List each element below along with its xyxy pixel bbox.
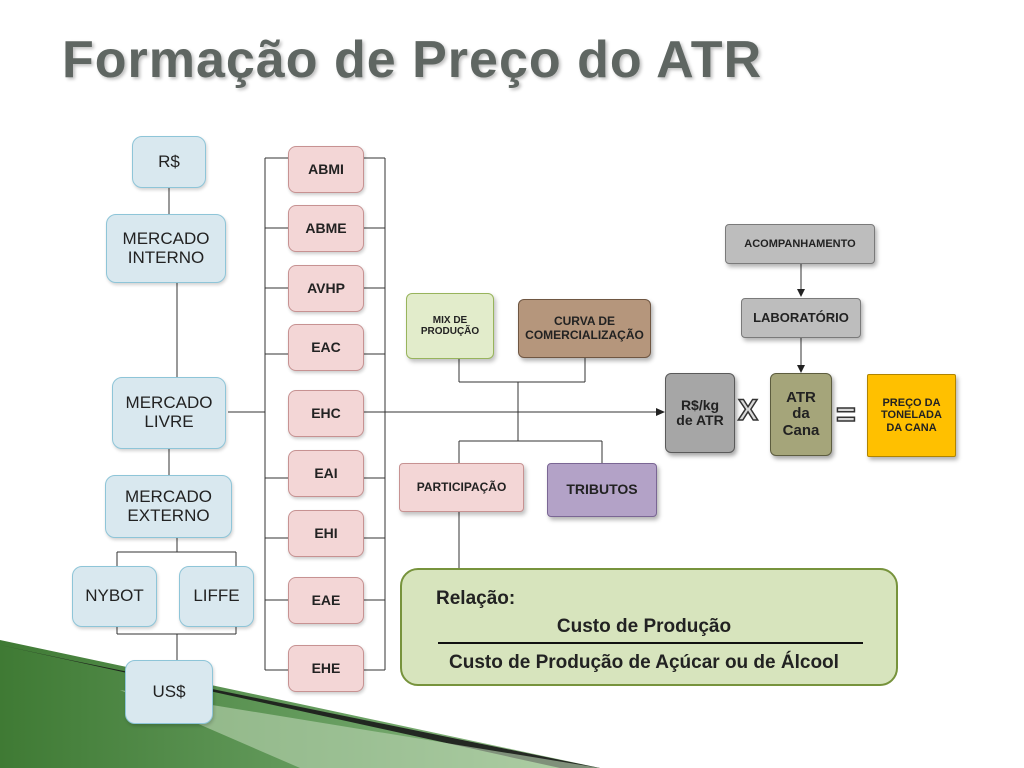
us-box: US$ bbox=[125, 660, 213, 724]
multiply-sign: X bbox=[737, 394, 759, 427]
rs-kg-atr-box: R$/kg de ATR bbox=[665, 373, 735, 453]
product-label: EHI bbox=[314, 524, 338, 541]
acompanhamento-label: ACOMPANHAMENTO bbox=[744, 237, 856, 250]
mercado-interno-box: MERCADO INTERNO bbox=[106, 214, 226, 283]
relation-denominator: Custo de Produção de Açúcar ou de Álcool bbox=[449, 652, 839, 673]
rs-box: R$ bbox=[132, 136, 206, 188]
preco-tonelada-label: PREÇO DA TONELADA DA CANA bbox=[881, 397, 942, 434]
laboratorio-box: LABORATÓRIO bbox=[741, 298, 861, 338]
page-title: Formação de Preço do ATR bbox=[62, 31, 763, 89]
curva-comercializacao-box: CURVA DE COMERCIALIZAÇÃO bbox=[518, 299, 651, 358]
product-label: EHE bbox=[311, 659, 341, 676]
nybot-box: NYBOT bbox=[72, 566, 157, 627]
us-label: US$ bbox=[152, 681, 186, 701]
tributos-box: TRIBUTOS bbox=[547, 463, 657, 517]
product-label: ABME bbox=[305, 219, 347, 236]
product-ehi: EHI bbox=[288, 510, 364, 557]
mercado-livre-label: MERCADO LIVRE bbox=[125, 393, 213, 431]
product-label: ABMI bbox=[308, 160, 344, 177]
nybot-label: NYBOT bbox=[85, 586, 144, 606]
relation-numerator: Custo de Produção bbox=[556, 616, 732, 637]
rs-kg-atr-label: R$/kg de ATR bbox=[676, 396, 724, 428]
product-ehe: EHE bbox=[288, 645, 364, 692]
liffe-box: LIFFE bbox=[179, 566, 254, 627]
participacao-box: PARTICIPAÇÃO bbox=[399, 463, 524, 512]
mercado-interno-label: MERCADO INTERNO bbox=[122, 228, 210, 267]
product-label: EAE bbox=[311, 591, 341, 608]
laboratorio-label: LABORATÓRIO bbox=[753, 309, 849, 325]
curva-comercializacao-label: CURVA DE COMERCIALIZAÇÃO bbox=[525, 314, 644, 342]
mercado-livre-box: MERCADO LIVRE bbox=[112, 377, 226, 449]
liffe-label: LIFFE bbox=[193, 586, 240, 606]
product-eae: EAE bbox=[288, 577, 364, 624]
preco-tonelada-box: PREÇO DA TONELADA DA CANA bbox=[867, 374, 956, 457]
equals-sign: = bbox=[835, 396, 856, 434]
mercado-externo-box: MERCADO EXTERNO bbox=[105, 475, 232, 538]
rs-label: R$ bbox=[158, 151, 180, 171]
product-label: EAC bbox=[311, 338, 341, 355]
tributos-label: TRIBUTOS bbox=[566, 481, 638, 498]
atr-cana-label: ATR da Cana bbox=[782, 388, 820, 439]
product-abme: ABME bbox=[288, 205, 364, 252]
product-ehc: EHC bbox=[288, 390, 364, 437]
acompanhamento-box: ACOMPANHAMENTO bbox=[725, 224, 875, 264]
product-label: AVHP bbox=[307, 279, 345, 296]
mercado-externo-label: MERCADO EXTERNO bbox=[125, 486, 212, 525]
product-eai: EAI bbox=[288, 450, 364, 497]
product-label: EHC bbox=[311, 404, 341, 421]
mix-producao-label: MIX DE PRODUÇÃO bbox=[420, 315, 480, 337]
mix-producao-box: MIX DE PRODUÇÃO bbox=[406, 293, 494, 359]
fraction-line bbox=[438, 642, 863, 644]
relation-box: Relação: Custo de Produção Custo de Prod… bbox=[400, 568, 898, 686]
participacao-label: PARTICIPAÇÃO bbox=[416, 479, 507, 494]
relation-label: Relação: bbox=[436, 588, 516, 609]
product-abmi: ABMI bbox=[288, 146, 364, 193]
product-avhp: AVHP bbox=[288, 265, 364, 312]
product-label: EAI bbox=[314, 464, 338, 481]
atr-cana-box: ATR da Cana bbox=[770, 373, 832, 456]
product-eac: EAC bbox=[288, 324, 364, 371]
